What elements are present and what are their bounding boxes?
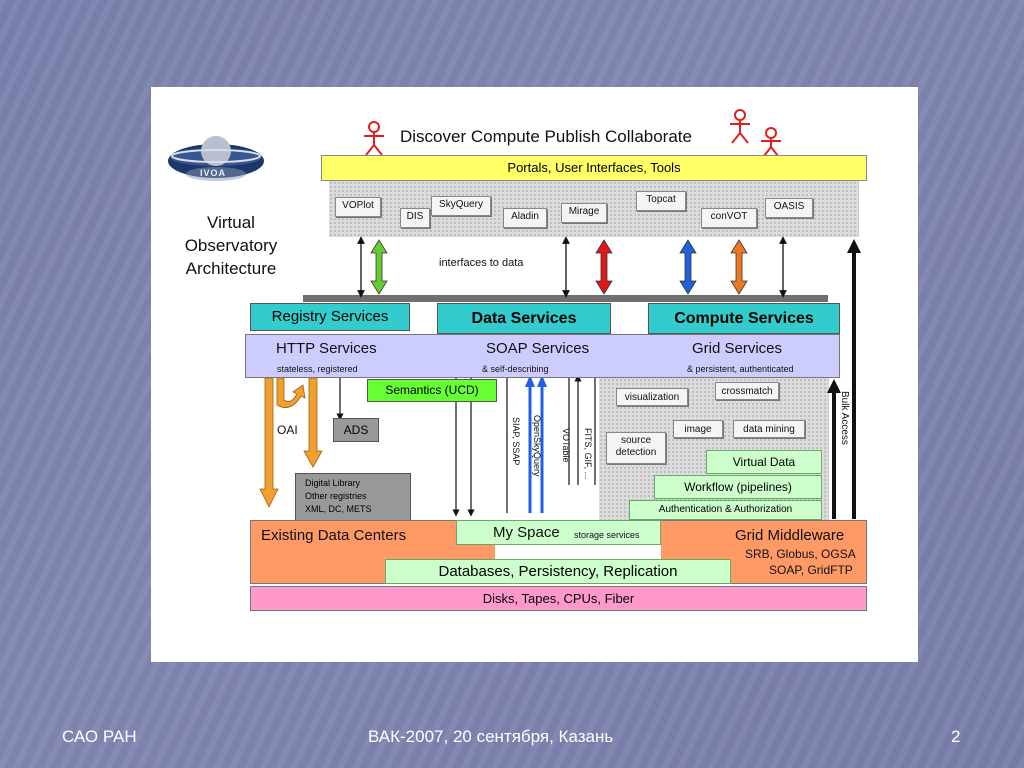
tool-image[interactable]: image (673, 420, 723, 438)
http-sub: stateless, registered (277, 364, 358, 374)
tool-crossmatch[interactable]: crossmatch (715, 382, 779, 400)
architecture-title-line: Observatory (184, 236, 278, 255)
tool-voplot[interactable]: VOPlot (335, 197, 381, 217)
openskyquery-label: OpenSkyQuery (532, 415, 542, 477)
arrow-tan (303, 377, 323, 468)
disks-layer: Disks, Tapes, CPUs, Fiber (250, 586, 867, 611)
grid-sub: & persistent, authenticated (687, 364, 794, 374)
http-services: HTTP Services (276, 340, 377, 357)
person-icon (761, 127, 781, 157)
footer-center: ВАК-2007, 20 сентября, Казань (368, 727, 614, 746)
compute-services: Compute Services (648, 303, 840, 334)
architecture-title-line: Virtual (207, 213, 255, 232)
grid-middleware-line: SOAP, GridFTP (769, 563, 853, 577)
tool-skyquery[interactable]: SkyQuery (431, 196, 491, 216)
bulk-access-label: Bulk Access (839, 391, 850, 445)
oai-label: OAI (277, 423, 298, 437)
arrow-orange (730, 239, 748, 295)
arrow-tan-curl (276, 377, 306, 408)
data-services: Data Services (437, 303, 611, 334)
footer-left: САО РАН (62, 727, 137, 746)
digital-library-line: XML, DC, METS (305, 504, 372, 514)
service-bus-bar (303, 295, 828, 302)
workflow-box: Workflow (pipelines) (654, 475, 822, 499)
grid-services: Grid Services (692, 340, 783, 357)
grid-middleware-line: SRB, Globus, OGSA (745, 547, 856, 561)
source-detection-line: detection (615, 447, 657, 458)
architecture-title-line: Architecture (185, 259, 277, 278)
virtual-data-box: Virtual Data (706, 450, 822, 474)
source-detection-line: source (620, 435, 651, 446)
arrow-tan (259, 377, 279, 508)
tool-mirage[interactable]: Mirage (561, 203, 607, 223)
person-icon (364, 121, 384, 156)
soap-sub: & self-describing (482, 364, 549, 374)
protocol-bar: HTTP Services SOAP Services Grid Service… (245, 334, 840, 378)
portals-bar: Portals, User Interfaces, Tools (321, 155, 867, 181)
tool-visualization[interactable]: visualization (616, 388, 688, 406)
ivoa-logo: IVOA (166, 132, 266, 190)
interfaces-label: interfaces to data (439, 257, 524, 269)
grid-middleware: Grid Middleware (735, 527, 845, 544)
digital-library-line: Digital Library (305, 478, 361, 488)
arrow-green (370, 239, 388, 295)
my-space-sub: storage services (574, 530, 640, 540)
digital-library-box: Digital Library Other registries XML, DC… (295, 473, 411, 521)
my-space-label: My Space (493, 524, 560, 541)
semantics-box: Semantics (UCD) (367, 379, 497, 402)
tool-dis[interactable]: DIS (400, 208, 430, 228)
auth-box: Authentication & Authorization (629, 500, 822, 520)
my-space-gap (495, 545, 661, 559)
vo-architecture-diagram: IVOA Virtual Observatory Architecture Di… (151, 87, 918, 662)
digital-library-line: Other registries (305, 491, 367, 501)
existing-data-centers: Existing Data Centers (261, 527, 407, 544)
person-icon (730, 109, 750, 144)
tool-data-mining[interactable]: data mining (733, 420, 805, 438)
arrow-red (595, 239, 613, 295)
my-space-box: My Space storage services (456, 520, 661, 545)
siap-ssap-label: SIAP, SSAP (511, 417, 521, 466)
votable-label: VOTable (561, 428, 571, 463)
databases-layer: Databases, Persistency, Replication (385, 559, 731, 584)
tool-aladin[interactable]: Aladin (503, 208, 547, 228)
tool-convot[interactable]: conVOT (701, 208, 757, 228)
ads-box: ADS (333, 418, 379, 442)
tool-source-detection[interactable]: source detection (606, 432, 666, 464)
tool-oasis[interactable]: OASIS (765, 198, 813, 218)
architecture-title: Virtual Observatory Architecture (171, 211, 291, 280)
tool-topcat[interactable]: Topcat (636, 191, 686, 211)
headline: Discover Compute Publish Collaborate (400, 127, 692, 146)
registry-services: Registry Services (250, 303, 410, 331)
logo-text: IVOA (200, 168, 227, 178)
fits-gif-label: FITS, GIF, ... (583, 428, 593, 480)
arrows-layer (259, 236, 861, 519)
arrow-blue (679, 239, 697, 295)
soap-services: SOAP Services (486, 340, 590, 357)
page-number: 2 (951, 727, 961, 746)
